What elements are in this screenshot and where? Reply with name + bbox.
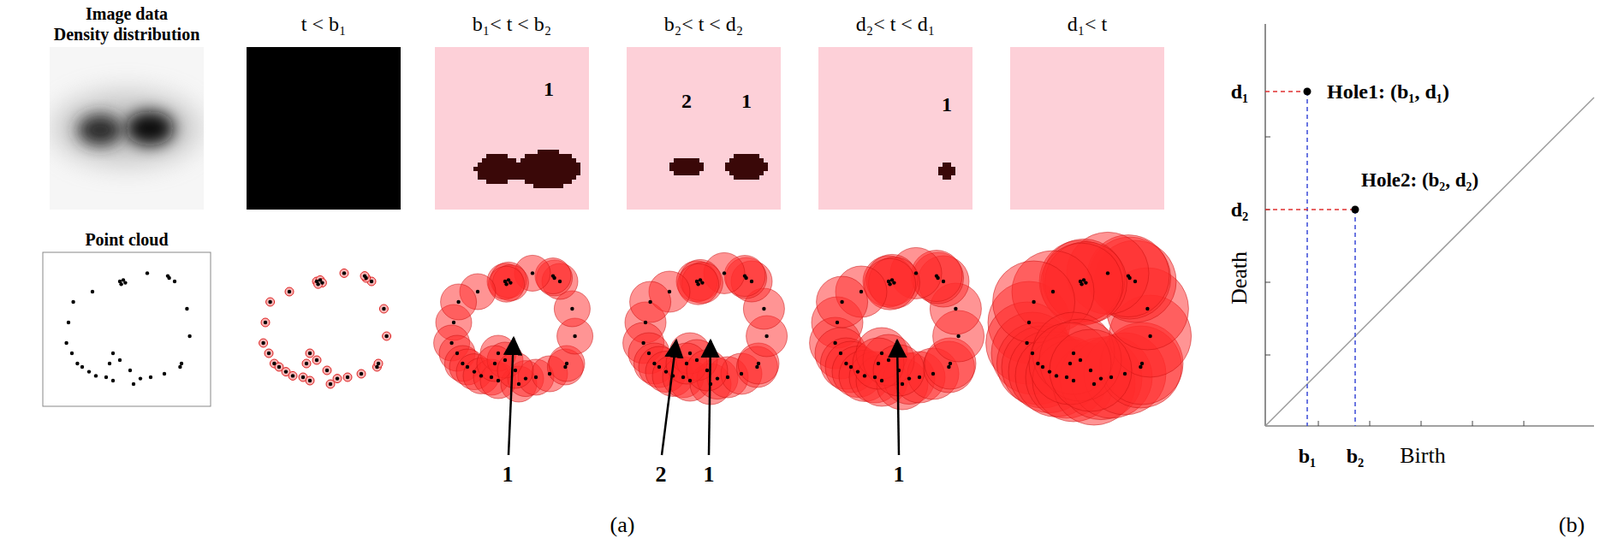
threshold-title: t < b₁: [301, 12, 347, 36]
threshold-title: d₂< t < d₁: [856, 12, 935, 36]
hole-arrows: [508, 338, 899, 456]
hole-arrow: [897, 340, 899, 456]
ball-union: [64, 271, 191, 387]
hole-arrow: [708, 340, 711, 456]
threshold-panel: [626, 47, 781, 210]
point-label: Hole1: (b₁, d₁): [1325, 80, 1452, 103]
threshold-title: d₁< t: [1067, 12, 1108, 36]
component-number: 1: [543, 77, 554, 101]
ball-panels: [42, 231, 1192, 426]
threshold-title: b₂< t < d₂: [664, 12, 744, 36]
point-cloud-frame: [42, 252, 211, 407]
tick-label: b₂: [1346, 445, 1365, 468]
threshold-panel: [1010, 47, 1165, 210]
tick-label: b₁: [1298, 445, 1317, 468]
component-number: 1: [941, 93, 952, 116]
ball-union: [259, 268, 392, 389]
callout-number: 1: [502, 463, 514, 488]
component-number: 1: [741, 89, 752, 113]
threshold-panels: [49, 47, 1165, 210]
hole-arrow: [508, 338, 514, 456]
panel-title: Density distribution: [53, 24, 201, 44]
axis-label: Death: [1227, 251, 1253, 305]
tick-label: d₁: [1231, 80, 1250, 103]
panel-title: Image data: [85, 4, 168, 24]
callout-number: 1: [893, 463, 905, 488]
panel-letter: (b): [1558, 513, 1585, 539]
persistence-diagram: [1265, 23, 1595, 427]
black-panel: [246, 47, 401, 210]
ball-union: [986, 231, 1192, 426]
ball-union: [434, 255, 594, 403]
threshold-panel: [818, 47, 973, 210]
tick-label: d₂: [1231, 198, 1250, 221]
callout-number: 1: [703, 463, 715, 488]
hole-arrow: [661, 340, 677, 456]
density-image: [49, 47, 204, 210]
panel-letter: (a): [610, 513, 636, 539]
panel-title: Point cloud: [84, 230, 168, 250]
component-number: 2: [681, 89, 692, 113]
ball-union: [623, 252, 788, 405]
threshold-panel: [434, 47, 589, 210]
threshold-title: b₁< t < b₂: [472, 12, 552, 36]
callout-number: 2: [655, 463, 667, 488]
point-label: Hole2: (b₂, d₂): [1359, 169, 1481, 191]
axis-label: Birth: [1399, 444, 1446, 470]
